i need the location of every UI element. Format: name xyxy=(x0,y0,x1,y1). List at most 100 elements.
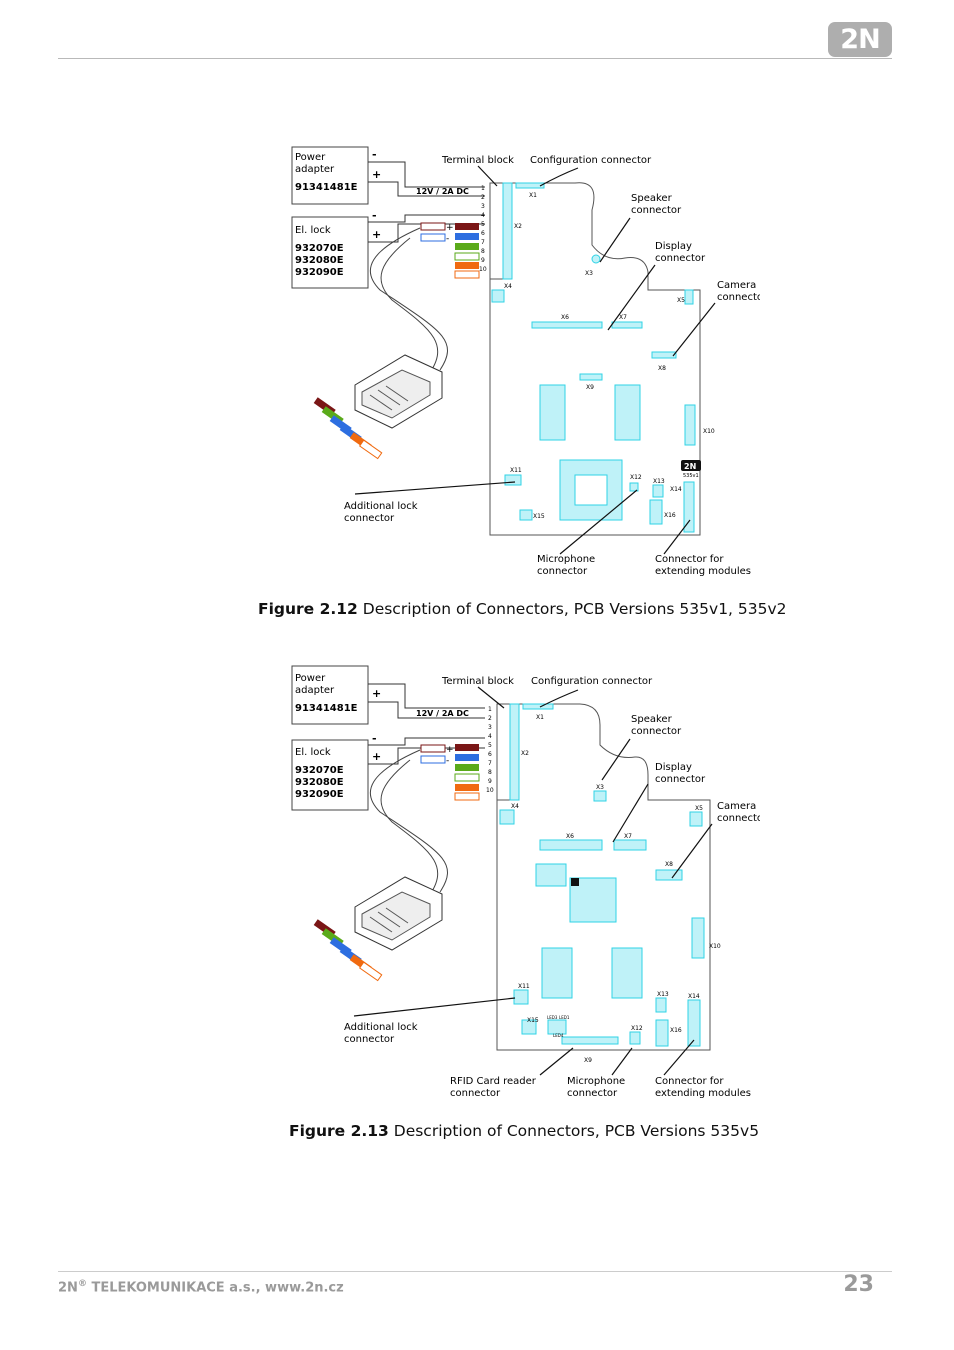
svg-text:Additional lock: Additional lock xyxy=(344,1022,418,1033)
svg-text:3: 3 xyxy=(488,724,492,731)
power-adapter-label-1: Power xyxy=(295,152,326,163)
svg-text:X4: X4 xyxy=(504,283,512,290)
svg-text:connector: connector xyxy=(567,1088,618,1099)
svg-text:connector: connector xyxy=(717,813,760,824)
figure-connectors-535v5: Power adapter 91341481E + 12V / 2A DC El… xyxy=(291,665,760,1099)
caption-label: Figure 2.12 xyxy=(258,600,358,618)
svg-text:X9: X9 xyxy=(584,1057,592,1064)
svg-text:-: - xyxy=(446,234,449,244)
svg-text:X1: X1 xyxy=(529,192,537,199)
connector-ids: X1 X2 X3 X4 X5 X6 X7 X8 X9 X10 X11 X12 X… xyxy=(511,714,721,1064)
svg-text:X2: X2 xyxy=(514,223,522,230)
svg-text:12V / 2A DC: 12V / 2A DC xyxy=(416,709,469,718)
pin-number: 3 xyxy=(481,203,485,210)
footer-rule xyxy=(58,1271,892,1272)
camera-callout: Camera xyxy=(717,280,756,291)
svg-text:10: 10 xyxy=(486,787,494,794)
svg-text:Power: Power xyxy=(295,673,326,684)
polarity-plus: + xyxy=(372,228,381,241)
figure-caption-2: Figure 2.13 Description of Connectors, P… xyxy=(289,1122,759,1140)
svg-text:connector: connector xyxy=(655,253,706,264)
svg-text:-: - xyxy=(372,732,377,745)
svg-text:Configuration connector: Configuration connector xyxy=(531,676,653,687)
power-adapter-box: Power adapter 91341481E - + xyxy=(291,146,381,205)
svg-text:+: + xyxy=(446,223,454,233)
board-version: 535v1 xyxy=(683,473,699,479)
brand-logo: 2N xyxy=(828,22,892,57)
svg-text:connector: connector xyxy=(450,1088,501,1099)
terminal-block-callout: Terminal block xyxy=(441,155,514,166)
callout-lines xyxy=(353,686,713,1076)
svg-text:Camera: Camera xyxy=(717,801,756,812)
svg-text:LED4: LED4 xyxy=(553,1033,564,1038)
svg-text:+: + xyxy=(372,687,381,700)
svg-text:X14: X14 xyxy=(670,486,682,493)
svg-text:X16: X16 xyxy=(664,512,676,519)
figure-caption-1: Figure 2.12 Description of Connectors, P… xyxy=(258,600,787,618)
supply-label: 12V / 2A DC xyxy=(416,187,469,196)
svg-text:X11: X11 xyxy=(510,467,522,474)
svg-text:X5: X5 xyxy=(695,805,703,812)
svg-text:91341481E: 91341481E xyxy=(295,703,358,714)
svg-text:El. lock: El. lock xyxy=(295,747,331,758)
page-number: 23 xyxy=(843,1272,874,1297)
svg-text:X5: X5 xyxy=(677,297,685,304)
caption-text: Description of Connectors, PCB Versions … xyxy=(388,1122,760,1140)
svg-text:2: 2 xyxy=(488,715,492,722)
svg-text:X9: X9 xyxy=(586,384,594,391)
pin-number: 4 xyxy=(481,212,485,219)
power-adapter-code: 91341481E xyxy=(295,182,358,193)
svg-text:X2: X2 xyxy=(521,750,529,757)
pin-number: 6 xyxy=(481,230,485,237)
wire-ends xyxy=(313,397,383,460)
caption-text: Description of Connectors, PCB Versions … xyxy=(357,600,787,618)
svg-text:932080E: 932080E xyxy=(295,777,344,788)
pin-number: 5 xyxy=(481,221,485,228)
svg-text:4: 4 xyxy=(488,733,492,740)
polarity-minus: - xyxy=(372,148,377,161)
figure-connectors-535v1: Power adapter 91341481E - + 12V / 2A DC … xyxy=(291,146,760,577)
additional-lock-callout: Additional lock xyxy=(344,501,418,512)
callout-labels: Terminal block Configuration connector S… xyxy=(344,676,760,1099)
callout-labels: Terminal block Configuration connector S… xyxy=(344,155,760,577)
footer-company: 2N® TELEKOMUNIKACE a.s., www.2n.cz xyxy=(58,1279,344,1295)
svg-text:9: 9 xyxy=(488,778,492,785)
svg-text:RFID Card reader: RFID Card reader xyxy=(450,1076,537,1087)
svg-text:932090E: 932090E xyxy=(295,789,344,800)
pin-number: 9 xyxy=(481,257,485,264)
pcb-components xyxy=(491,182,696,533)
svg-text:X7: X7 xyxy=(619,314,627,321)
registered-mark: ® xyxy=(77,1279,87,1289)
svg-text:932070E: 932070E xyxy=(295,765,344,776)
footer-brand: 2N xyxy=(58,1280,78,1296)
polarity-plus: + xyxy=(372,168,381,181)
caption-label: Figure 2.13 xyxy=(289,1122,389,1140)
svg-text:-: - xyxy=(446,756,449,766)
wire-color-legend: + - xyxy=(420,744,480,801)
lock-code: 932080E xyxy=(295,255,344,266)
config-connector-callout: Configuration connector xyxy=(530,155,652,166)
speaker-callout: Speaker xyxy=(631,193,673,204)
svg-text:X15: X15 xyxy=(527,1017,539,1024)
power-adapter-box: Power adapter 91341481E + xyxy=(291,665,381,725)
svg-text:connector: connector xyxy=(631,205,682,216)
svg-text:X4: X4 xyxy=(511,803,519,810)
el-lock-box: El. lock 932070E 932080E 932090E - + xyxy=(291,209,381,289)
pin-number: 2 xyxy=(481,194,485,201)
svg-text:X8: X8 xyxy=(665,861,673,868)
svg-text:X3: X3 xyxy=(596,784,604,791)
lock-code: 932070E xyxy=(295,243,344,254)
rj-plug xyxy=(354,876,443,951)
svg-text:LED3: LED3 xyxy=(547,1015,558,1020)
svg-text:X13: X13 xyxy=(657,991,669,998)
terminal-block xyxy=(496,703,520,801)
svg-text:1: 1 xyxy=(488,706,492,713)
svg-text:Display: Display xyxy=(655,762,692,773)
pin-number: 7 xyxy=(481,239,485,246)
header-rule xyxy=(58,58,892,59)
svg-text:Microphone: Microphone xyxy=(567,1076,625,1087)
svg-text:extending modules: extending modules xyxy=(655,566,751,577)
pcb-outline xyxy=(489,182,701,536)
svg-text:extending modules: extending modules xyxy=(655,1088,751,1099)
svg-text:X16: X16 xyxy=(670,1027,682,1034)
